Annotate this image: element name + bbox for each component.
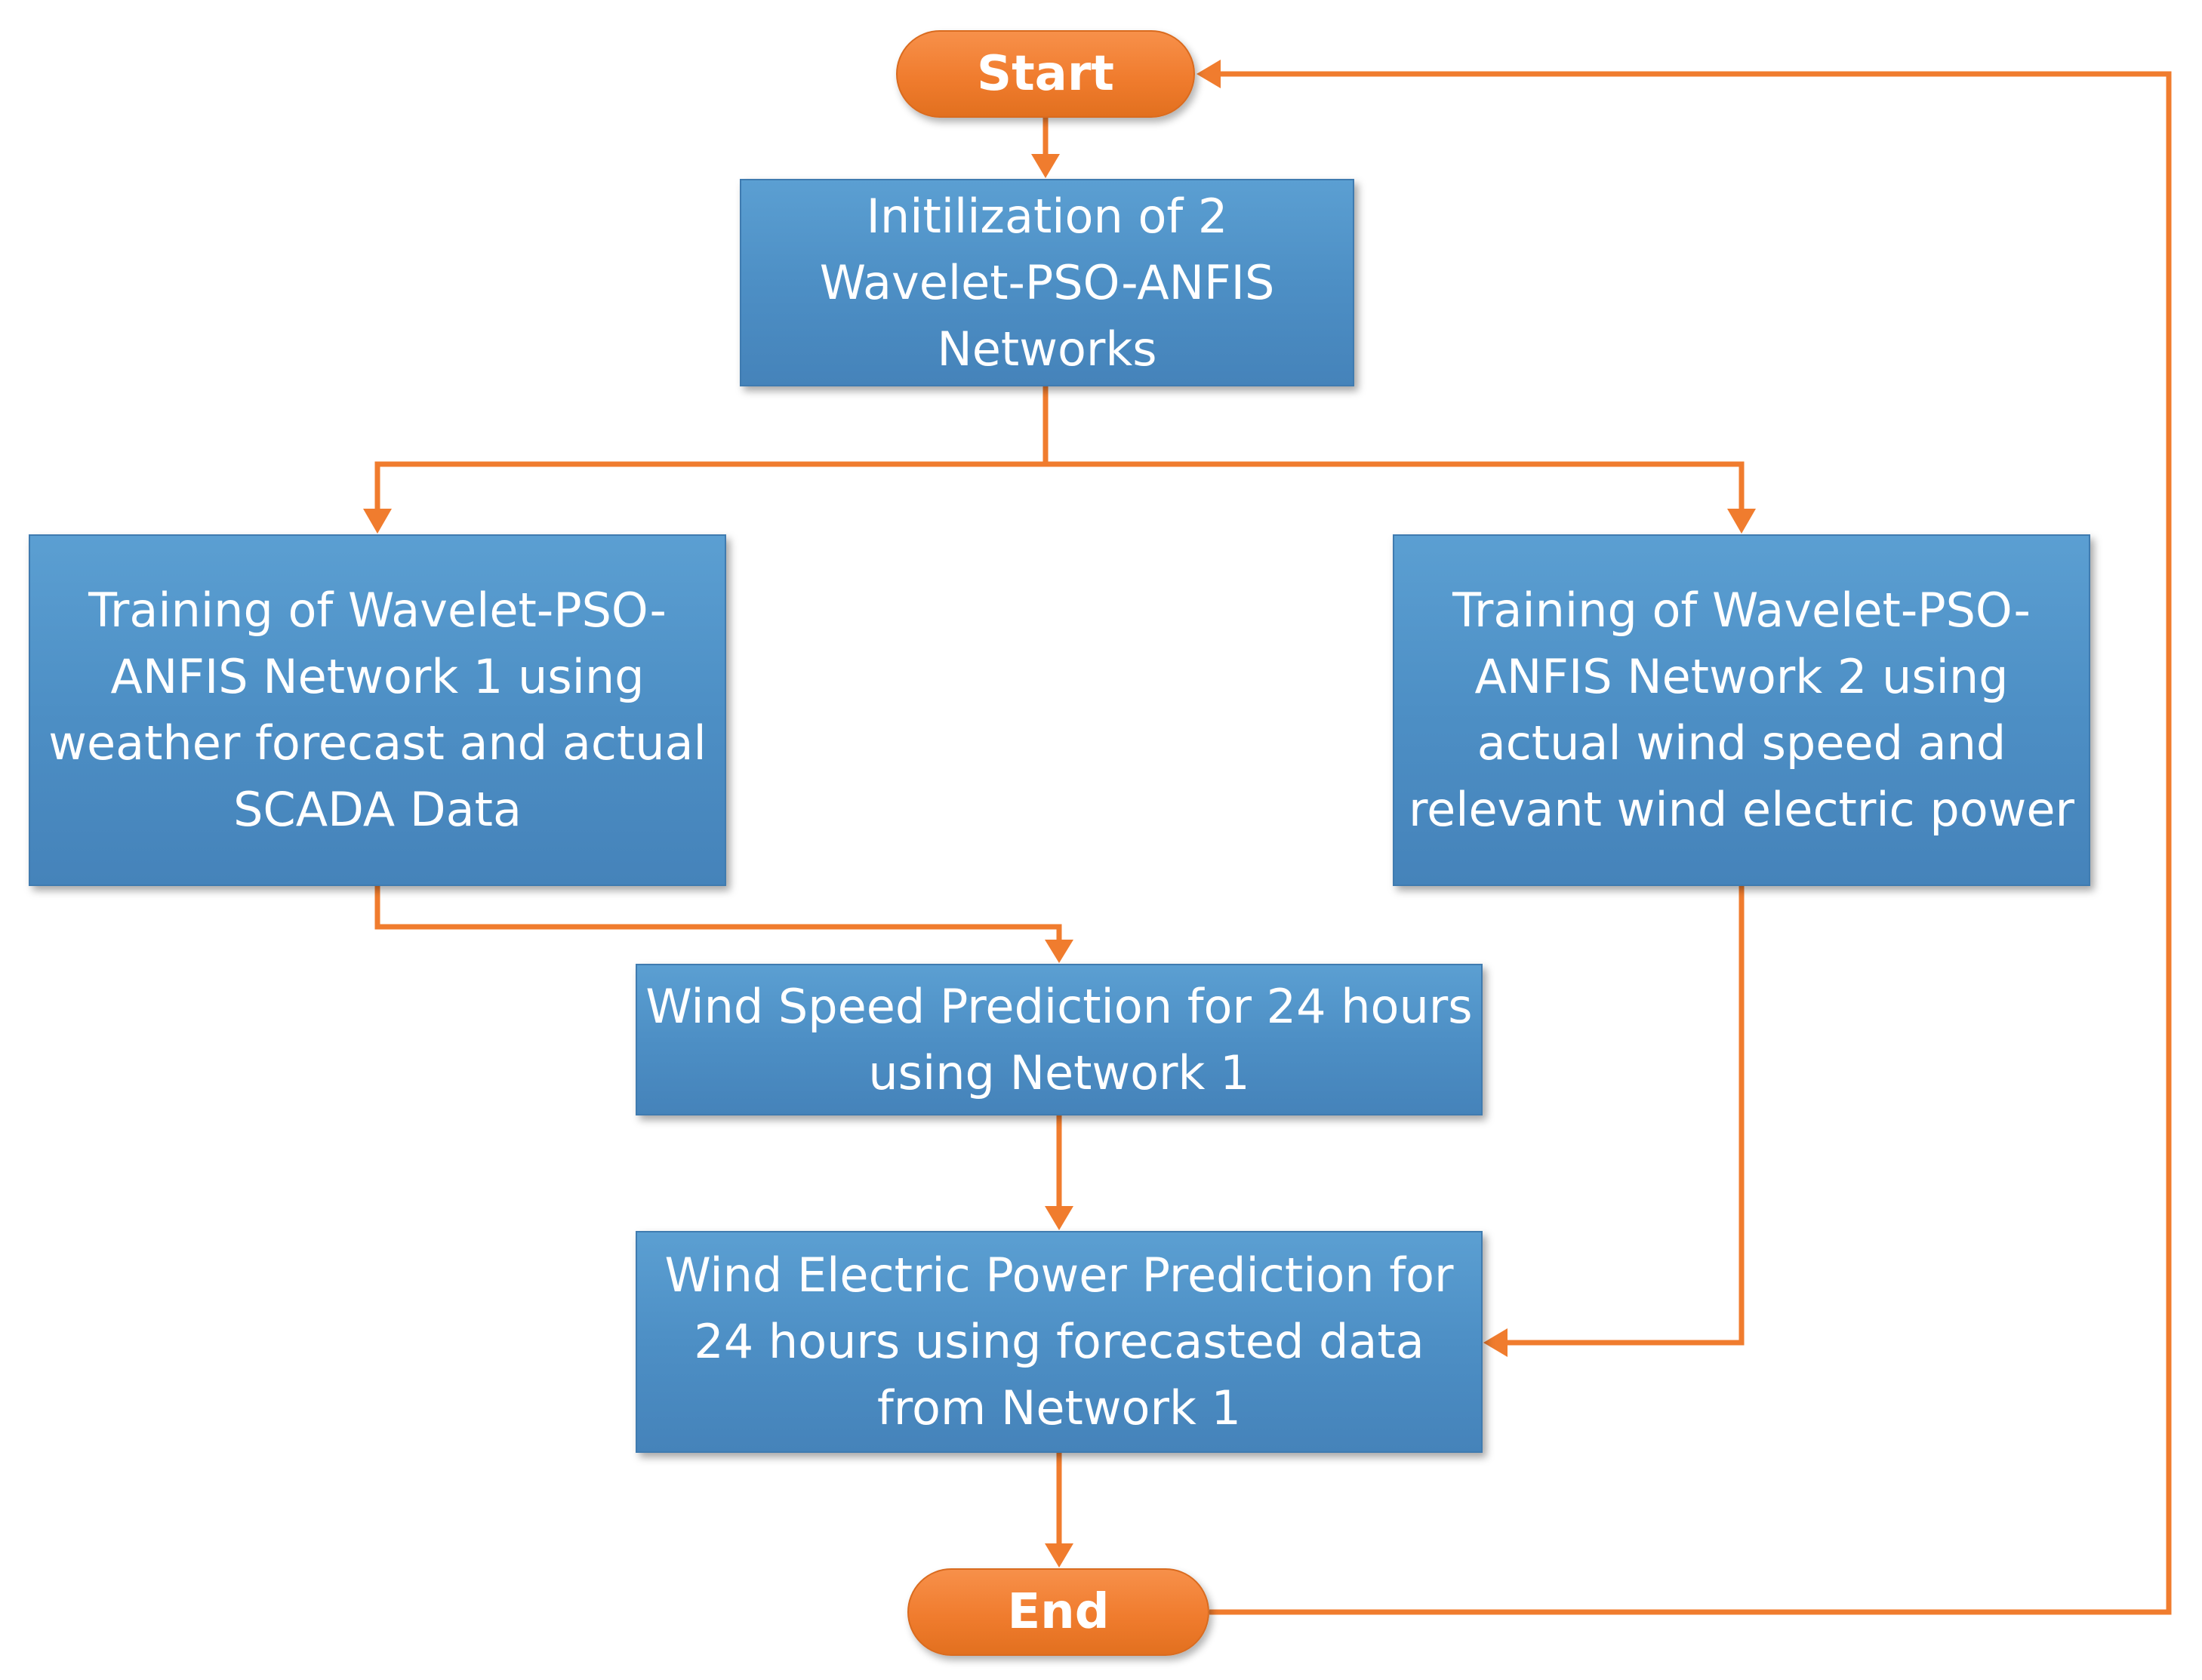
train-network-2-label: Training of Wavelet-PSO-ANFIS Network 2 … [1409,583,2074,837]
wind-speed-prediction-box: Wind Speed Prediction for 24 hours using… [636,964,1483,1115]
train-network-1-box: Training of Wavelet-PSO-ANFIS Network 1 … [29,534,726,886]
wind-power-prediction-label: Wind Electric Power Prediction for 24 ho… [664,1248,1454,1435]
end-terminal: End [907,1568,1209,1656]
arrow-init-split [374,386,1745,509]
arrowhead-init [1031,154,1060,178]
arrowhead-train2 [1727,509,1756,534]
train-network-2-box: Training of Wavelet-PSO-ANFIS Network 2 … [1393,534,2090,886]
init-networks-box: Initilization of 2 Wavelet-PSO-ANFIS Net… [740,179,1354,386]
wind-power-prediction-box: Wind Electric Power Prediction for 24 ho… [636,1231,1483,1453]
arrowhead-wep-from-wsp [1045,1206,1073,1230]
arrow-train1-to-wsp [374,886,1062,941]
wind-speed-prediction-label: Wind Speed Prediction for 24 hours using… [645,978,1473,1100]
arrowhead-start [1196,60,1221,88]
init-networks-label: Initilization of 2 Wavelet-PSO-ANFIS Net… [819,188,1275,377]
arrow-train2-to-wep [1506,886,1745,1346]
arrowhead-end [1045,1543,1073,1568]
arrowhead-wep-from-train2 [1483,1328,1508,1357]
arrowhead-train1 [363,509,392,534]
arrow-end-to-start-loop [1209,71,2172,1615]
arrowhead-wsp [1045,940,1073,963]
start-terminal: Start [896,30,1195,118]
train-network-1-label: Training of Wavelet-PSO-ANFIS Network 1 … [48,583,707,837]
end-label: End [1007,1584,1110,1640]
start-label: Start [976,46,1115,102]
